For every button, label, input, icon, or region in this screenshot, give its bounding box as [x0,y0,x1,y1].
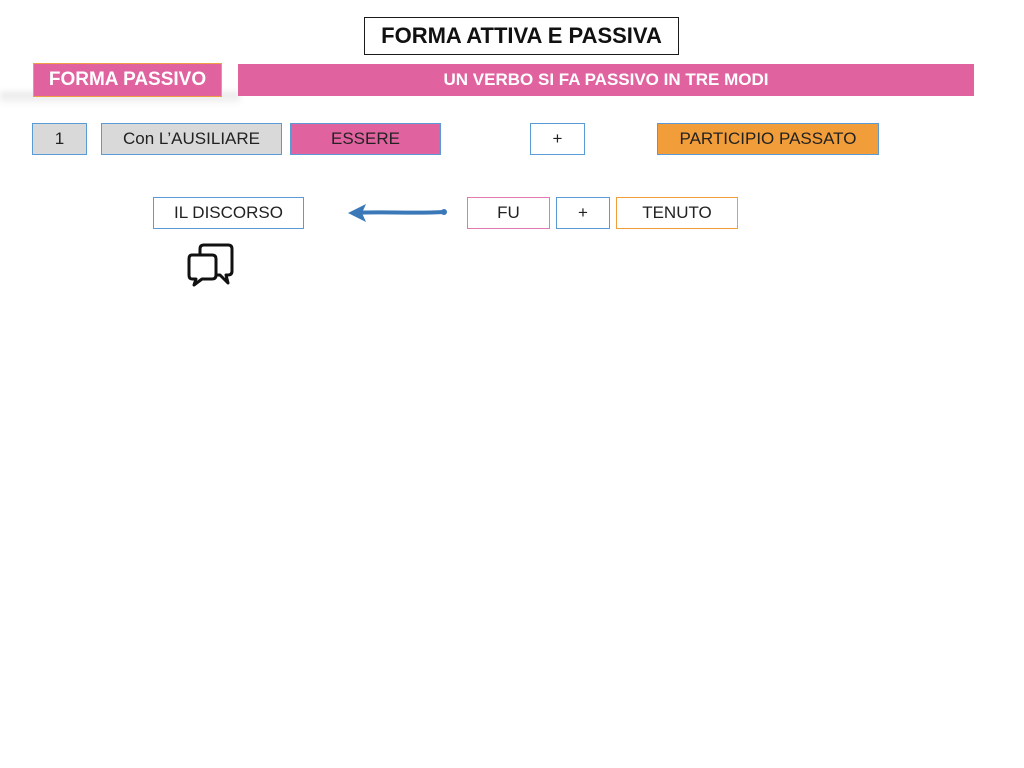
participle-label-box: PARTICIPIO PASSATO [657,123,879,155]
rule-plus-box: + [530,123,585,155]
auxiliary-verb-box: ESSERE [290,123,441,155]
left-arrow-icon [348,204,447,222]
section-banner: UN VERBO SI FA PASSIVO IN TRE MODI [238,64,974,96]
example-participle-box: TENUTO [616,197,738,229]
auxiliary-label-box: Con L’AUSILIARE [101,123,282,155]
section-label: FORMA PASSIVO [33,63,222,97]
example-auxiliary-box: FU [467,197,550,229]
slide-title: FORMA ATTIVA E PASSIVA [364,17,679,55]
example-plus-box: + [556,197,610,229]
chat-bubbles-icon[interactable] [186,241,236,287]
example-subject-box: IL DISCORSO [153,197,304,229]
rule-number-box: 1 [32,123,87,155]
